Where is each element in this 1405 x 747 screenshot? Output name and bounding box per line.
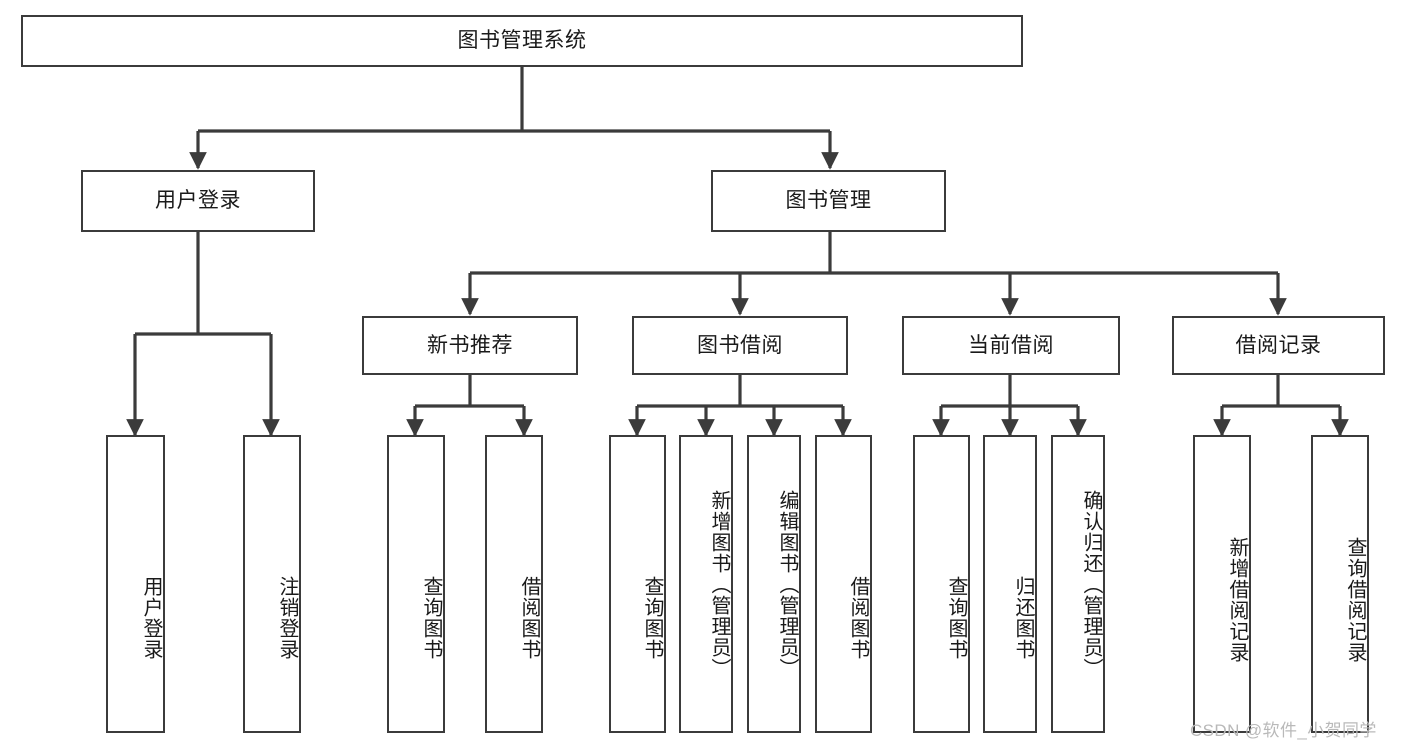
node-leaf-add-book-label: 新增图书（管理员） [708, 489, 730, 679]
node-leaf-return-book[interactable]: 归还图书 [983, 435, 1037, 733]
node-leaf-add-record[interactable]: 新增借阅记录 [1193, 435, 1251, 733]
node-new-book-rec[interactable]: 新书推荐 [362, 316, 578, 375]
node-leaf-query-book-2-label: 查询图书 [641, 576, 663, 660]
node-leaf-edit-book[interactable]: 编辑图书（管理员） [747, 435, 801, 733]
node-leaf-query-record[interactable]: 查询借阅记录 [1311, 435, 1369, 733]
node-user-login[interactable]: 用户登录 [81, 170, 315, 232]
node-leaf-query-book-3-label: 查询图书 [945, 576, 967, 660]
node-leaf-add-book[interactable]: 新增图书（管理员） [679, 435, 733, 733]
node-borrow-record-label: 借阅记录 [1235, 333, 1322, 357]
node-book-borrow-label: 图书借阅 [697, 333, 783, 357]
node-leaf-borrow-book-2-label: 借阅图书 [847, 576, 869, 660]
node-leaf-borrow-book-2[interactable]: 借阅图书 [815, 435, 872, 733]
watermark: CSDN @软件_小贺同学 [1190, 721, 1377, 740]
node-leaf-logout-label: 注销登录 [276, 576, 298, 660]
node-leaf-edit-book-label: 编辑图书（管理员） [776, 489, 798, 679]
node-leaf-borrow-book-1[interactable]: 借阅图书 [485, 435, 543, 733]
node-leaf-user-login[interactable]: 用户登录 [106, 435, 165, 733]
node-leaf-query-book-3[interactable]: 查询图书 [913, 435, 970, 733]
node-user-login-label: 用户登录 [155, 189, 241, 213]
node-leaf-query-book-1[interactable]: 查询图书 [387, 435, 445, 733]
node-current-borrow-label: 当前借阅 [968, 333, 1054, 357]
node-leaf-query-book-2[interactable]: 查询图书 [609, 435, 666, 733]
node-book-borrow[interactable]: 图书借阅 [632, 316, 848, 375]
node-leaf-borrow-book-1-label: 借阅图书 [518, 576, 540, 660]
node-leaf-query-book-1-label: 查询图书 [420, 576, 442, 660]
node-root[interactable]: 图书管理系统 [21, 15, 1023, 67]
node-book-manage-label: 图书管理 [785, 189, 872, 213]
node-leaf-confirm-return-label: 确认归还（管理员） [1080, 489, 1102, 679]
node-leaf-confirm-return[interactable]: 确认归还（管理员） [1051, 435, 1105, 733]
node-borrow-record[interactable]: 借阅记录 [1172, 316, 1385, 375]
node-leaf-return-book-label: 归还图书 [1012, 576, 1034, 660]
node-leaf-logout[interactable]: 注销登录 [243, 435, 301, 733]
node-book-manage[interactable]: 图书管理 [711, 170, 946, 232]
node-new-book-rec-label: 新书推荐 [427, 333, 513, 357]
node-root-label: 图书管理系统 [457, 29, 587, 53]
node-current-borrow[interactable]: 当前借阅 [902, 316, 1120, 375]
node-leaf-query-record-label: 查询借阅记录 [1344, 536, 1366, 663]
node-leaf-user-login-label: 用户登录 [140, 576, 162, 660]
node-leaf-add-record-label: 新增借阅记录 [1226, 536, 1248, 663]
